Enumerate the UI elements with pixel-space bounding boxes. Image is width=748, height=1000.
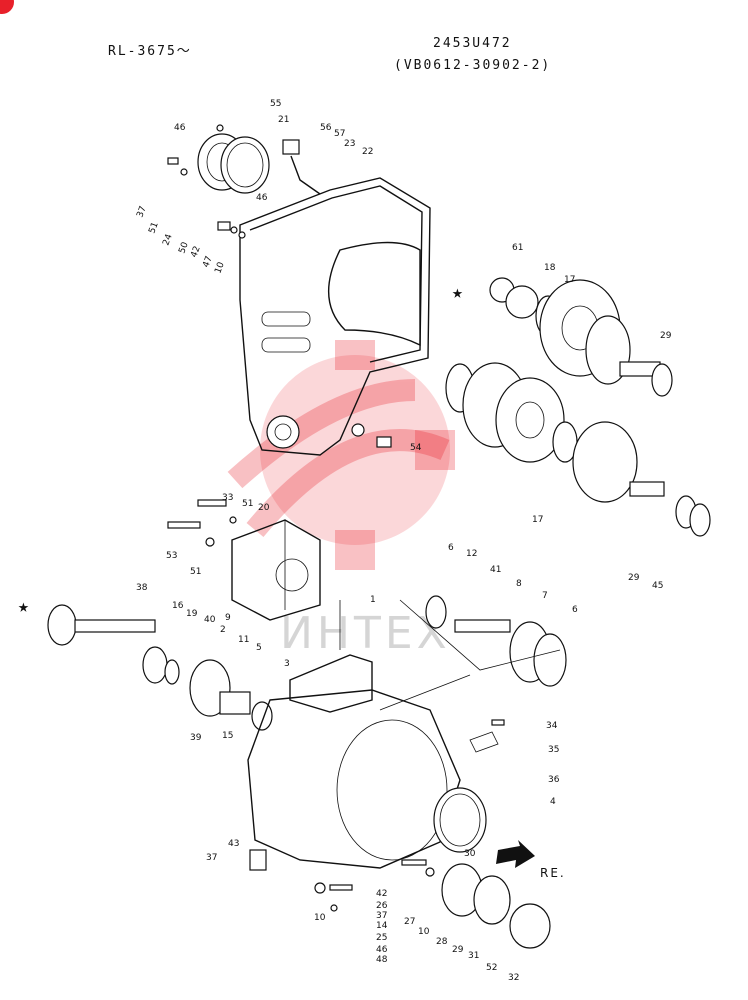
callout-29: 29 [628, 573, 640, 583]
callout-9: 9 [225, 613, 231, 623]
callout-57: 57 [334, 129, 345, 139]
callout-29: 29 [660, 331, 672, 341]
direction-label: RE. [540, 866, 566, 880]
callout-8: 8 [516, 579, 522, 589]
callout-7: 7 [542, 591, 548, 601]
callout-46: 46 [376, 945, 388, 955]
callout-45: 45 [652, 581, 663, 591]
callout-10: 10 [213, 261, 226, 275]
bearing-cover-assembly [167, 124, 321, 239]
callout-25: 25 [376, 933, 387, 943]
callout-48: 48 [376, 955, 388, 965]
callout-37: 37 [376, 911, 387, 921]
callout-32: 32 [508, 973, 519, 983]
callout-17: 17 [564, 275, 575, 285]
callout-19: 19 [186, 609, 198, 619]
callout-51: 51 [242, 499, 253, 509]
leader-lines [339, 599, 561, 711]
callout-21: 21 [278, 115, 289, 125]
pump-assembly [167, 499, 321, 621]
callout-24: 24 [161, 233, 174, 247]
callout-51: 51 [190, 567, 201, 577]
callout-22: 22 [362, 147, 373, 157]
callout-12: 12 [466, 549, 477, 559]
callout-38: 38 [136, 583, 148, 593]
callout-50: 50 [177, 241, 190, 255]
callout-40: 40 [204, 615, 216, 625]
callout-2: 2 [220, 625, 226, 635]
input-shaft-assembly [47, 604, 273, 731]
callout-3: 3 [284, 659, 290, 669]
gear-train-upper [445, 277, 711, 537]
watermark-emblem [227, 340, 455, 570]
callout-36: 36 [548, 775, 560, 785]
callout-11: 11 [238, 635, 249, 645]
callout-53: 53 [166, 551, 177, 561]
callout-10: 10 [314, 913, 326, 923]
callout-46: 46 [256, 193, 268, 203]
callout-18: 18 [544, 263, 556, 273]
callout-33: 33 [222, 493, 233, 503]
callout-17: 17 [532, 515, 543, 525]
callout-43: 43 [228, 839, 239, 849]
callout-42: 42 [376, 889, 387, 899]
callout-37: 37 [206, 853, 217, 863]
callout-1: 1 [370, 595, 376, 605]
callout-46: 46 [174, 123, 186, 133]
callout-54: 54 [410, 443, 422, 453]
callout-56: 56 [320, 123, 332, 133]
callout-20: 20 [258, 503, 270, 513]
callout-4: 4 [550, 797, 556, 807]
callout-14: 14 [376, 921, 388, 931]
callout-39: 39 [190, 733, 202, 743]
rear-direction-arrow [496, 840, 535, 868]
callout-35: 35 [548, 745, 559, 755]
callout-47: 47 [201, 255, 214, 269]
callout-5: 5 [256, 643, 262, 653]
callout-27: 27 [404, 917, 415, 927]
callout-numbers: 5546215657232237512450424710466118172954… [135, 99, 671, 983]
model-range-label: RL-3675～ [108, 44, 192, 59]
output-gear-assembly [314, 859, 551, 949]
callout-34: 34 [546, 721, 558, 731]
callout-31: 31 [468, 951, 479, 961]
callout-30: 30 [464, 849, 476, 859]
callout-29: 29 [452, 945, 464, 955]
part-code-label: 2453U472 [433, 36, 512, 51]
callout-23: 23 [344, 139, 355, 149]
callout-61: 61 [512, 243, 523, 253]
sub-code-label: (VB0612-30902-2) [394, 58, 552, 73]
callout-16: 16 [172, 601, 184, 611]
callout-55: 55 [270, 99, 281, 109]
callout-41: 41 [490, 565, 501, 575]
callout-51: 51 [147, 221, 160, 235]
callout-10: 10 [418, 927, 430, 937]
star-marker-lower: ★ [18, 596, 29, 617]
callout-37: 37 [135, 205, 148, 219]
callout-6: 6 [572, 605, 578, 615]
callout-15: 15 [222, 731, 233, 741]
callout-52: 52 [486, 963, 497, 973]
star-marker-upper: ★ [452, 282, 463, 303]
lower-case-housing [247, 654, 505, 871]
callout-6: 6 [448, 543, 454, 553]
upper-case-housing [239, 177, 431, 456]
callout-28: 28 [436, 937, 448, 947]
callout-42: 42 [189, 245, 202, 259]
intermediate-shaft-assembly [425, 595, 567, 687]
callout-26: 26 [376, 901, 388, 911]
